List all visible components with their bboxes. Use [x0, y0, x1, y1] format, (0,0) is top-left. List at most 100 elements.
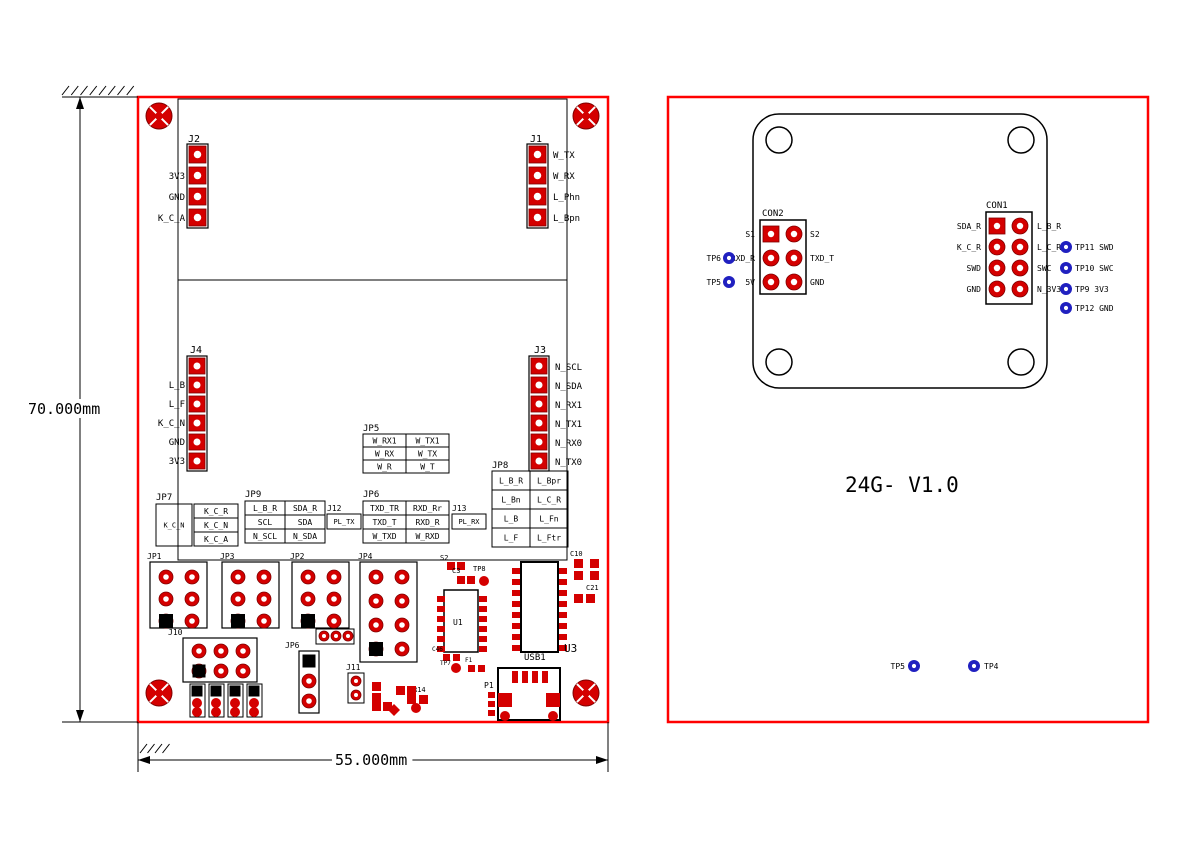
U1-pins-right: [479, 596, 487, 602]
net-label: L_Bpn: [553, 214, 580, 224]
S2-pads: [447, 562, 455, 570]
net-label: 3V3: [169, 172, 185, 182]
P1-pads: [488, 710, 495, 716]
net-label: GND: [169, 193, 185, 203]
J10-pads-hole: [218, 648, 224, 654]
width-dim-line-arrow: [138, 756, 150, 764]
USB1-mount: [498, 693, 512, 707]
CON1-pads-hole: [1016, 243, 1024, 251]
net-label: RXD_R: [731, 254, 755, 263]
J4-pins-hole: [193, 419, 201, 427]
strip-pad: [211, 698, 221, 708]
ref-C46: C46: [432, 646, 443, 653]
hatch-mark: [139, 743, 148, 754]
F1-pads: [478, 665, 485, 672]
net-label: L_C_R: [1037, 243, 1061, 252]
ref-TP8: TP8: [473, 565, 486, 573]
net-label: TXD_T: [810, 254, 834, 263]
height-dim-text: 70.000mm: [28, 400, 100, 418]
C46-pads: [443, 654, 450, 661]
J4-pins-hole: [193, 362, 201, 370]
JP2-pads-hole: [331, 574, 337, 580]
net-label: W_RX: [553, 172, 575, 182]
J10-pads-hole: [240, 648, 246, 654]
JP3-pads-hole: [235, 574, 241, 580]
cap-pads: [396, 686, 405, 695]
JP8-table-cell: L_B: [504, 514, 519, 523]
JP4-outline: [359, 561, 418, 663]
strip-h-pads-hole: [334, 634, 338, 638]
JP8-table-cell: L_C_R: [537, 495, 561, 504]
J11-outline: [347, 672, 365, 704]
U1-pins-right: [479, 626, 487, 632]
J2-pins-hole: [193, 150, 202, 159]
ref-TP6: TP6: [707, 254, 722, 263]
CON2-outline: [759, 219, 807, 295]
U3-pins-left: [512, 579, 520, 585]
JP6b-pin1: [302, 654, 316, 668]
U1-pins-left: [437, 606, 445, 612]
U1-pins-right: [479, 636, 487, 642]
CON1-pads-hole: [993, 243, 1001, 251]
JP4-pads-hole: [399, 622, 405, 628]
JP3-pin1: [231, 614, 245, 628]
C3-pads: [467, 576, 475, 584]
module-outline: [752, 113, 1048, 389]
JP7-right-cell: K_C_A: [204, 535, 228, 544]
CON1-pads-hole: [993, 222, 1001, 230]
strip-pad: [192, 707, 202, 717]
J1-pins: [526, 143, 549, 229]
J12-table-cell: PL_TX: [333, 518, 355, 526]
JP8-table-cell: L_Bn: [501, 495, 520, 504]
JP4-pads-hole: [399, 574, 405, 580]
P1-pads: [488, 692, 495, 698]
width-dim-text-bg: [332, 750, 413, 769]
U3-pins-right: [559, 601, 567, 607]
module-hole: [1007, 126, 1035, 154]
JP7-left-cell: K_C_N: [163, 522, 184, 530]
JP4-pads-hole: [399, 598, 405, 604]
J1-pins-hole: [533, 171, 542, 180]
CON2-pads-hole: [790, 254, 798, 262]
USB1-pins: [512, 671, 518, 683]
ref-P1: P1: [484, 681, 494, 690]
J4-pins-hole: [193, 457, 201, 465]
JP5-table-cell: W_TX: [418, 449, 437, 458]
JP9-table-cell: SDA: [298, 518, 313, 527]
height-dim-line-arrow: [76, 710, 84, 722]
TP5-pad-hole: [726, 279, 732, 285]
C10-pads: [574, 559, 583, 568]
hatch-mark: [61, 85, 70, 96]
JP7-right: [193, 503, 239, 547]
ref-TP7: TP7: [440, 660, 451, 667]
CON1-pads-hole: [1016, 285, 1024, 293]
JP4-pads-hole: [373, 574, 379, 580]
U3-pins-right: [559, 634, 567, 640]
TP11-pad-hole: [1063, 244, 1069, 250]
net-label: K_C_N: [158, 419, 185, 429]
JP5-table-cell: W_R: [377, 462, 392, 471]
U3-pins-left: [512, 601, 520, 607]
hatch-mark: [70, 85, 79, 96]
JP1-outline: [149, 561, 208, 629]
J3-pins-hole: [535, 457, 543, 465]
JP6-table-cell: TXD_TR: [370, 504, 399, 513]
JP3-pads-hole: [261, 618, 267, 624]
U1-pins-right: [479, 616, 487, 622]
USB1-pins: [532, 671, 538, 683]
C46-pads: [453, 654, 460, 661]
U1-pins-left: [437, 616, 445, 622]
ref-J13: J13: [452, 504, 467, 513]
cap-pads: [574, 594, 583, 603]
JP8-table-cell: L_F: [504, 533, 519, 542]
JP8-table-cell: L_Fn: [539, 514, 558, 523]
ref-CON1: CON1: [986, 201, 1008, 211]
U3-pins-left: [512, 634, 520, 640]
JP2-pads-hole: [331, 618, 337, 624]
strip-h-pads-hole: [346, 634, 350, 638]
U3-pins-left: [512, 590, 520, 596]
JP2-outline: [291, 561, 350, 629]
JP7-left: [155, 503, 193, 547]
